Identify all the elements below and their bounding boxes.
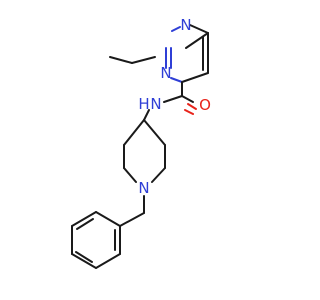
bond: [171, 26, 181, 32]
atom-label-n-amide: N: [150, 95, 161, 113]
bond: [163, 95, 183, 103]
structure-svg: N N N H O N: [71, 16, 211, 269]
bond: [131, 56, 156, 64]
bond: [123, 119, 145, 146]
bond: [95, 211, 121, 227]
bond: [71, 253, 97, 269]
bond: [95, 253, 121, 269]
bond: [109, 56, 133, 64]
bond: [189, 24, 209, 34]
atom-label-h-amide: H: [138, 95, 149, 113]
atom-label-o-carbonyl: O: [199, 96, 211, 114]
bond: [143, 119, 166, 146]
bond: [75, 251, 93, 263]
atom-label-n-pyr1: N: [160, 64, 171, 82]
bond: [187, 103, 197, 110]
bond: [181, 72, 209, 83]
atom-label-n-piperidine: N: [138, 179, 149, 197]
atom-label-n-pyr2: N: [180, 16, 191, 34]
bond: [123, 167, 137, 183]
bond: [143, 109, 150, 121]
bond: [119, 212, 145, 227]
bond: [181, 95, 194, 103]
bond: [151, 167, 166, 183]
bond: [184, 109, 194, 115]
bond: [170, 77, 183, 83]
molecule-diagram: N N N H O N: [71, 16, 211, 269]
bond: [185, 32, 209, 49]
bond: [76, 218, 94, 230]
bond: [71, 211, 97, 227]
